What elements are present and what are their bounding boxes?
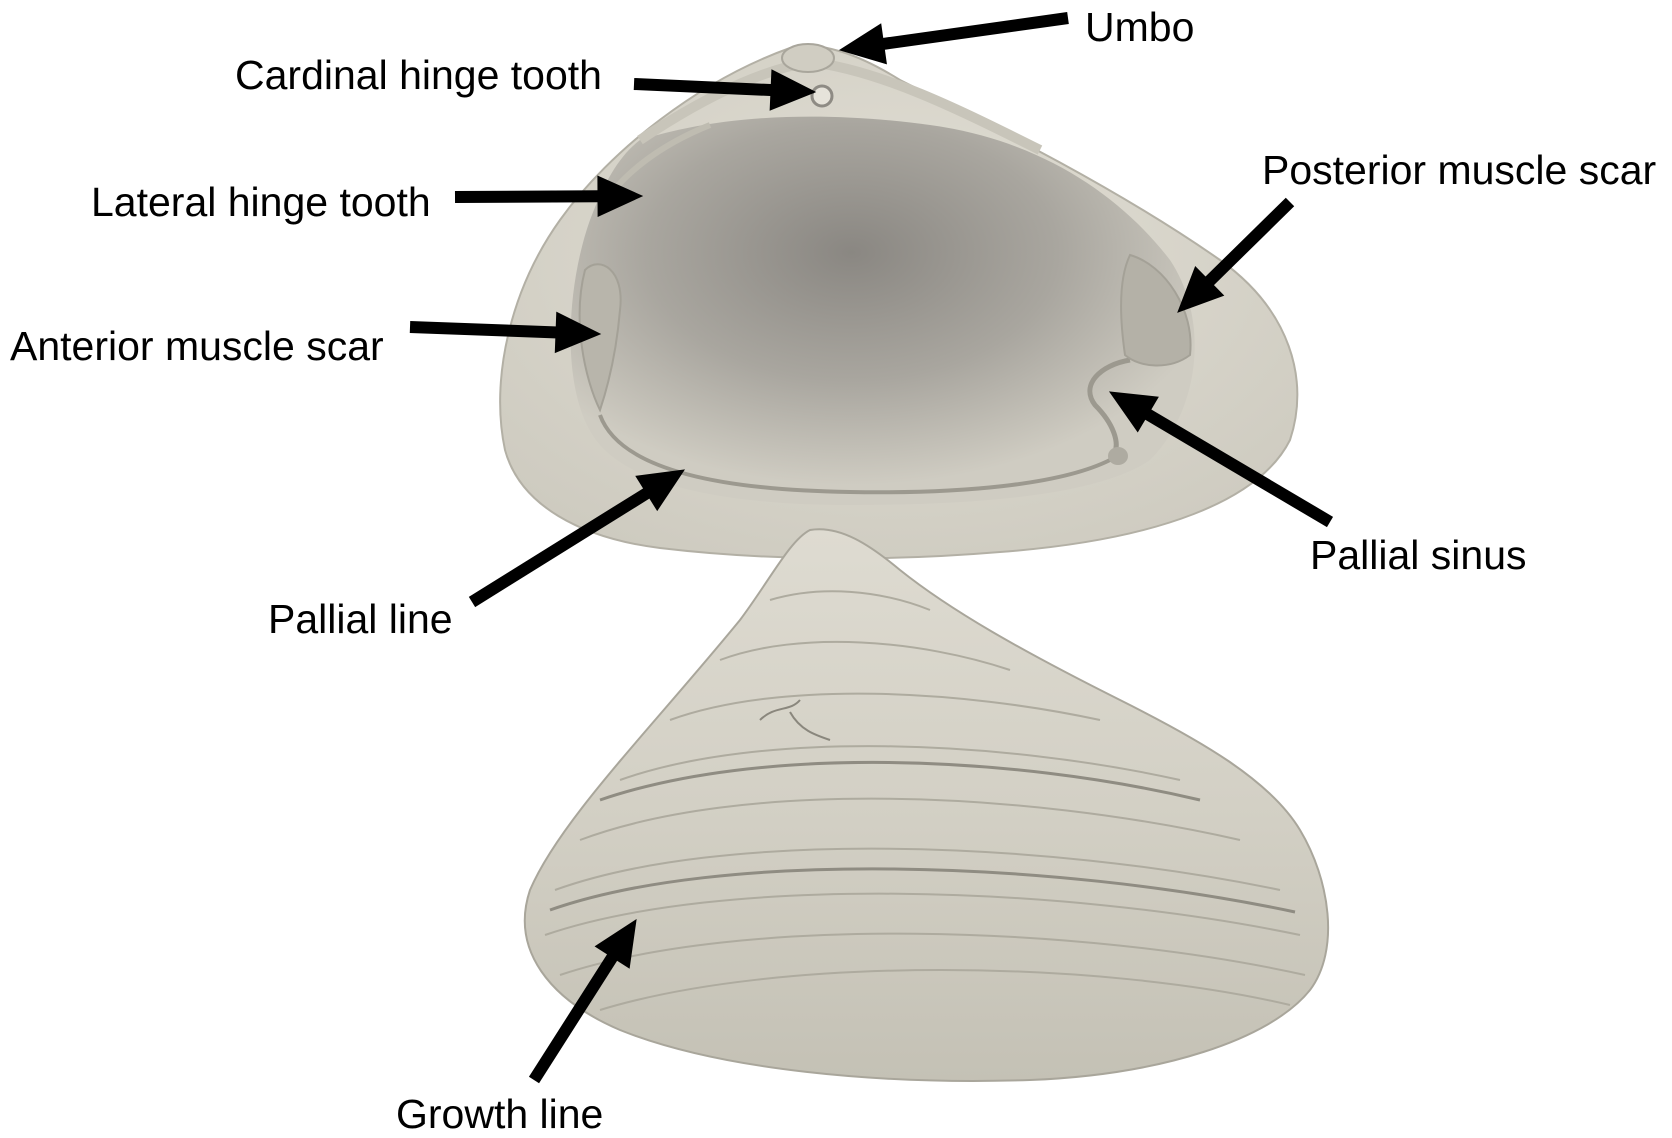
label-posterior-muscle-scar: Posterior muscle scar — [1262, 147, 1656, 193]
arrow-umbo-shaft — [882, 18, 1068, 44]
label-growth-line: Growth line — [396, 1091, 603, 1137]
arrow-anterior-muscle-scar-shaft — [410, 327, 558, 332]
lower-valve-exterior — [525, 529, 1328, 1081]
arrow-posterior-muscle-scar-shaft — [1208, 202, 1290, 283]
label-umbo: Umbo — [1085, 4, 1194, 50]
label-pallial-sinus: Pallial sinus — [1310, 532, 1527, 578]
label-pallial-line: Pallial line — [268, 596, 453, 642]
arrow-umbo — [840, 18, 1068, 64]
arrow-cardinal-hinge-tooth-shaft — [634, 84, 773, 90]
label-lateral-hinge-tooth: Lateral hinge tooth — [91, 179, 431, 225]
upper-valve-interior-cavity — [571, 117, 1195, 505]
cardinal-tooth-mark — [812, 86, 832, 106]
label-anterior-muscle-scar: Anterior muscle scar — [10, 323, 384, 369]
arrow-lateral-hinge-tooth-shaft — [455, 196, 600, 197]
upper-valve-interior — [500, 44, 1297, 558]
pallial-sinus-notch — [1108, 447, 1128, 465]
label-cardinal-hinge-tooth: Cardinal hinge tooth — [235, 52, 602, 98]
umbo-knob — [782, 44, 834, 72]
